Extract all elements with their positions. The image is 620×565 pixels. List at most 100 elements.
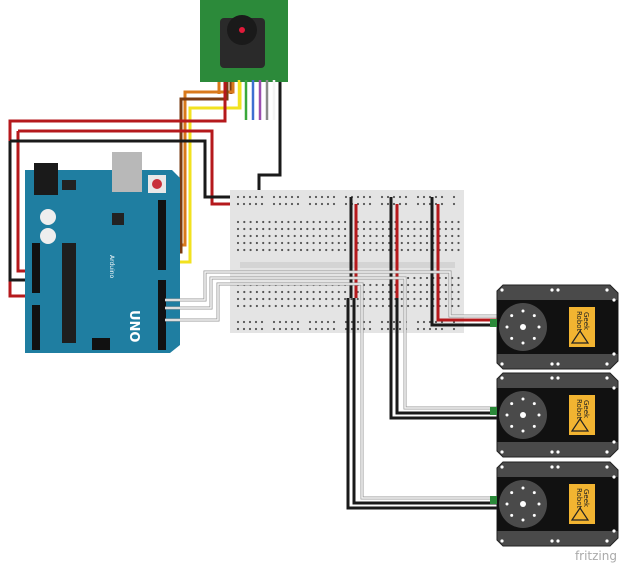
hole xyxy=(332,320,336,324)
hole xyxy=(337,227,340,231)
servo-label-line1: Robot xyxy=(575,399,583,420)
hole xyxy=(320,195,324,199)
hole xyxy=(308,327,312,331)
hole xyxy=(332,327,336,331)
hole xyxy=(344,304,347,308)
hole xyxy=(416,202,420,206)
hole xyxy=(444,241,447,245)
hole xyxy=(331,227,334,231)
hole xyxy=(325,234,328,238)
hole xyxy=(416,320,420,324)
hole xyxy=(296,195,300,199)
hole xyxy=(255,227,258,231)
hole xyxy=(400,283,403,287)
hole xyxy=(419,304,422,308)
atmega-chip xyxy=(62,243,76,343)
hole xyxy=(249,241,252,245)
hole xyxy=(262,241,265,245)
hole xyxy=(268,297,271,301)
hole xyxy=(268,234,271,238)
hole xyxy=(380,327,384,331)
hole xyxy=(296,202,300,206)
hole xyxy=(404,195,408,199)
servo3-black xyxy=(346,298,497,510)
hole xyxy=(236,290,240,294)
hole xyxy=(287,241,290,245)
hole xyxy=(255,241,258,245)
hole xyxy=(413,304,416,308)
hole xyxy=(422,195,426,199)
hole xyxy=(281,297,284,301)
hole xyxy=(318,241,321,245)
hole xyxy=(400,290,403,294)
hole xyxy=(380,320,384,324)
hole xyxy=(312,227,315,231)
signal-wires xyxy=(165,270,497,500)
hole xyxy=(375,241,378,245)
hole xyxy=(451,227,454,231)
hole xyxy=(255,290,258,294)
servo2-red xyxy=(395,298,497,415)
hole xyxy=(254,327,258,331)
hole xyxy=(356,327,360,331)
warning-icon xyxy=(570,417,590,432)
hole xyxy=(386,320,390,324)
hole xyxy=(407,248,410,252)
hole xyxy=(260,320,264,324)
hole xyxy=(325,304,328,308)
hole xyxy=(293,297,296,301)
hole xyxy=(407,220,410,224)
servo-label-line1: Robot xyxy=(575,311,583,332)
hole xyxy=(255,234,258,238)
hole xyxy=(457,234,460,238)
hole xyxy=(287,290,290,294)
hole xyxy=(362,220,366,224)
hole xyxy=(243,220,246,224)
hole xyxy=(281,290,284,294)
hole xyxy=(287,227,290,231)
hole xyxy=(262,304,265,308)
hole xyxy=(425,283,429,287)
hole xyxy=(425,227,429,231)
hole xyxy=(368,202,372,206)
hole xyxy=(444,248,447,252)
hole xyxy=(344,290,347,294)
arduino-logo: Arduino xyxy=(108,255,115,279)
chip xyxy=(112,213,124,225)
hole xyxy=(299,241,303,245)
hole xyxy=(369,304,372,308)
hole xyxy=(243,241,246,245)
hole xyxy=(451,283,454,287)
hole xyxy=(293,304,296,308)
hole xyxy=(318,227,321,231)
hole xyxy=(375,304,378,308)
servo1-black xyxy=(430,298,497,327)
hole xyxy=(306,234,309,238)
hole xyxy=(344,227,347,231)
hole xyxy=(392,327,396,331)
hole xyxy=(356,320,360,324)
hole xyxy=(331,234,334,238)
hole xyxy=(444,276,447,280)
hole xyxy=(416,327,420,331)
hole xyxy=(344,195,348,199)
regulator xyxy=(62,180,76,190)
hole xyxy=(356,195,360,199)
hole xyxy=(242,320,246,324)
hole xyxy=(434,327,438,331)
hole xyxy=(369,234,372,238)
hole xyxy=(398,195,402,199)
camera-lens-led xyxy=(239,27,245,33)
digital-header-low xyxy=(158,280,166,350)
hole xyxy=(386,195,390,199)
hole xyxy=(407,227,410,231)
hole xyxy=(287,220,290,224)
hole xyxy=(457,290,460,294)
hole xyxy=(444,283,447,287)
servo-label-line1: Robot xyxy=(575,488,583,509)
hole xyxy=(337,290,340,294)
hole xyxy=(362,202,366,206)
hole xyxy=(350,304,353,308)
hole xyxy=(249,248,252,252)
